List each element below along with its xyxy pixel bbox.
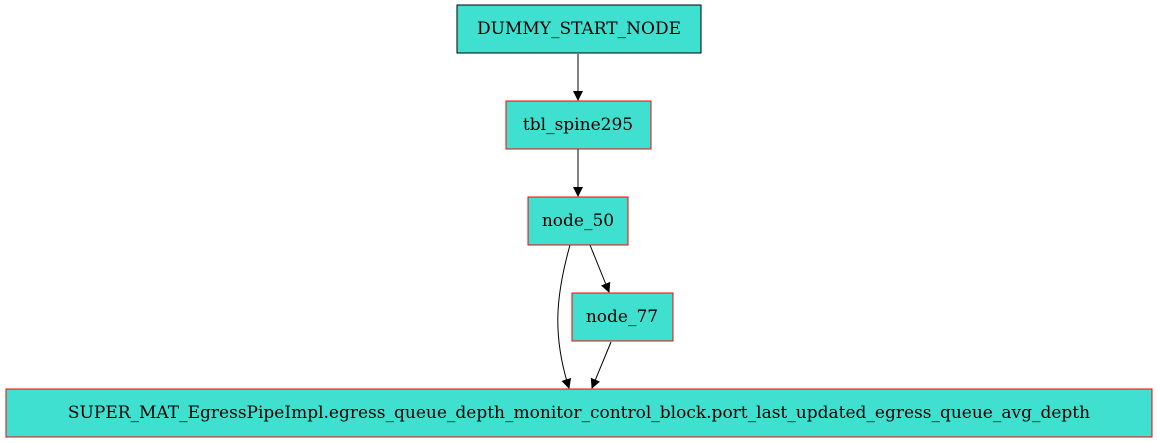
edge-node-77-to-super-mat <box>590 341 612 389</box>
node-super-mat[interactable]: SUPER_MAT_EgressPipeImpl.egress_queue_de… <box>5 388 1153 438</box>
node-node-50-box <box>527 196 629 246</box>
node-super-mat-box <box>5 388 1153 438</box>
node-node-77-box <box>571 292 674 342</box>
node-node-77[interactable]: node_77 <box>571 292 674 342</box>
edge-node-50-to-super-mat <box>557 244 572 389</box>
node-tbl-spine295-box <box>505 100 652 150</box>
node-node-50-label: node_50 <box>542 211 614 231</box>
edges <box>557 54 612 389</box>
node-tbl-spine295[interactable]: tbl_spine295 <box>505 100 652 150</box>
edge-node-50-to-node-77 <box>589 244 611 293</box>
node-dummy-start-label: DUMMY_START_NODE <box>477 19 681 39</box>
node-tbl-spine295-label: tbl_spine295 <box>523 115 633 135</box>
node-node-77-label: node_77 <box>586 307 658 327</box>
node-dummy-start[interactable]: DUMMY_START_NODE <box>456 4 702 54</box>
node-super-mat-label: SUPER_MAT_EgressPipeImpl.egress_queue_de… <box>68 403 1090 423</box>
node-node-50[interactable]: node_50 <box>527 196 629 246</box>
node-dummy-start-box <box>456 4 702 54</box>
